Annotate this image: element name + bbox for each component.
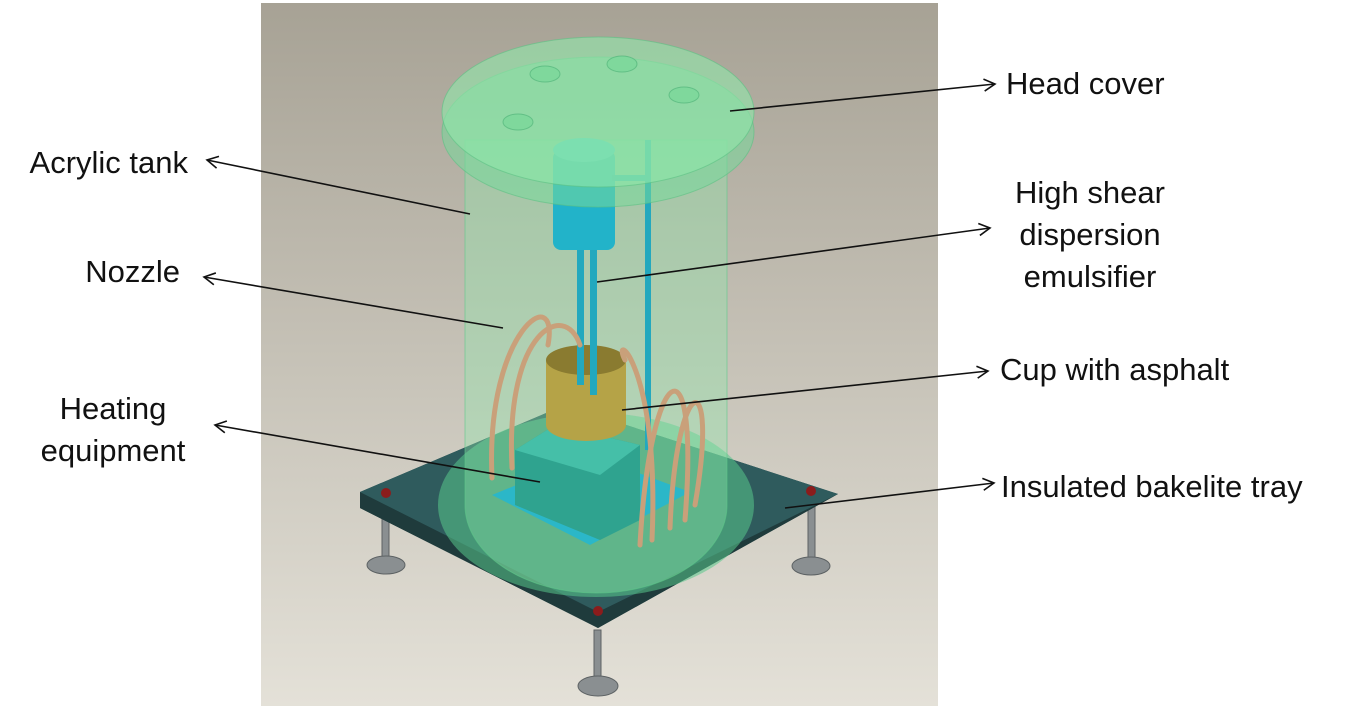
head-cover — [441, 36, 755, 208]
label-high-shear-line-3: emulsifier — [1023, 259, 1157, 294]
nozzle-tubes — [489, 314, 706, 548]
leader-arrows — [202, 78, 997, 509]
arrow-acrylic-tank — [205, 155, 471, 215]
label-insulated-tray: Insulated bakelite tray — [1001, 469, 1303, 504]
label-heating-equipment: Heating equipment — [40, 388, 186, 472]
arrow-heating — [213, 420, 541, 483]
label-heating-line-1: Heating — [59, 391, 167, 426]
arrow-tray — [784, 477, 996, 509]
arrow-head-cover — [729, 78, 997, 112]
label-nozzle: Nozzle — [85, 254, 180, 289]
asphalt-cup — [546, 345, 626, 441]
label-high-shear-emulsifier: High shear dispersion emulsifier — [1004, 172, 1176, 298]
label-acrylic-tank: Acrylic tank — [29, 145, 188, 180]
heating-equipment — [492, 425, 690, 545]
label-head-cover: Head cover — [1006, 66, 1165, 101]
tray-legs — [366, 499, 831, 697]
label-high-shear-line-2: dispersion — [1019, 217, 1161, 252]
arrow-cup — [621, 365, 990, 411]
arrow-nozzle — [202, 272, 504, 329]
label-high-shear-line-1: High shear — [1015, 175, 1165, 210]
label-heating-line-2: equipment — [40, 433, 186, 468]
label-cup-with-asphalt: Cup with asphalt — [1000, 352, 1230, 387]
arrow-emulsifier — [596, 222, 992, 283]
